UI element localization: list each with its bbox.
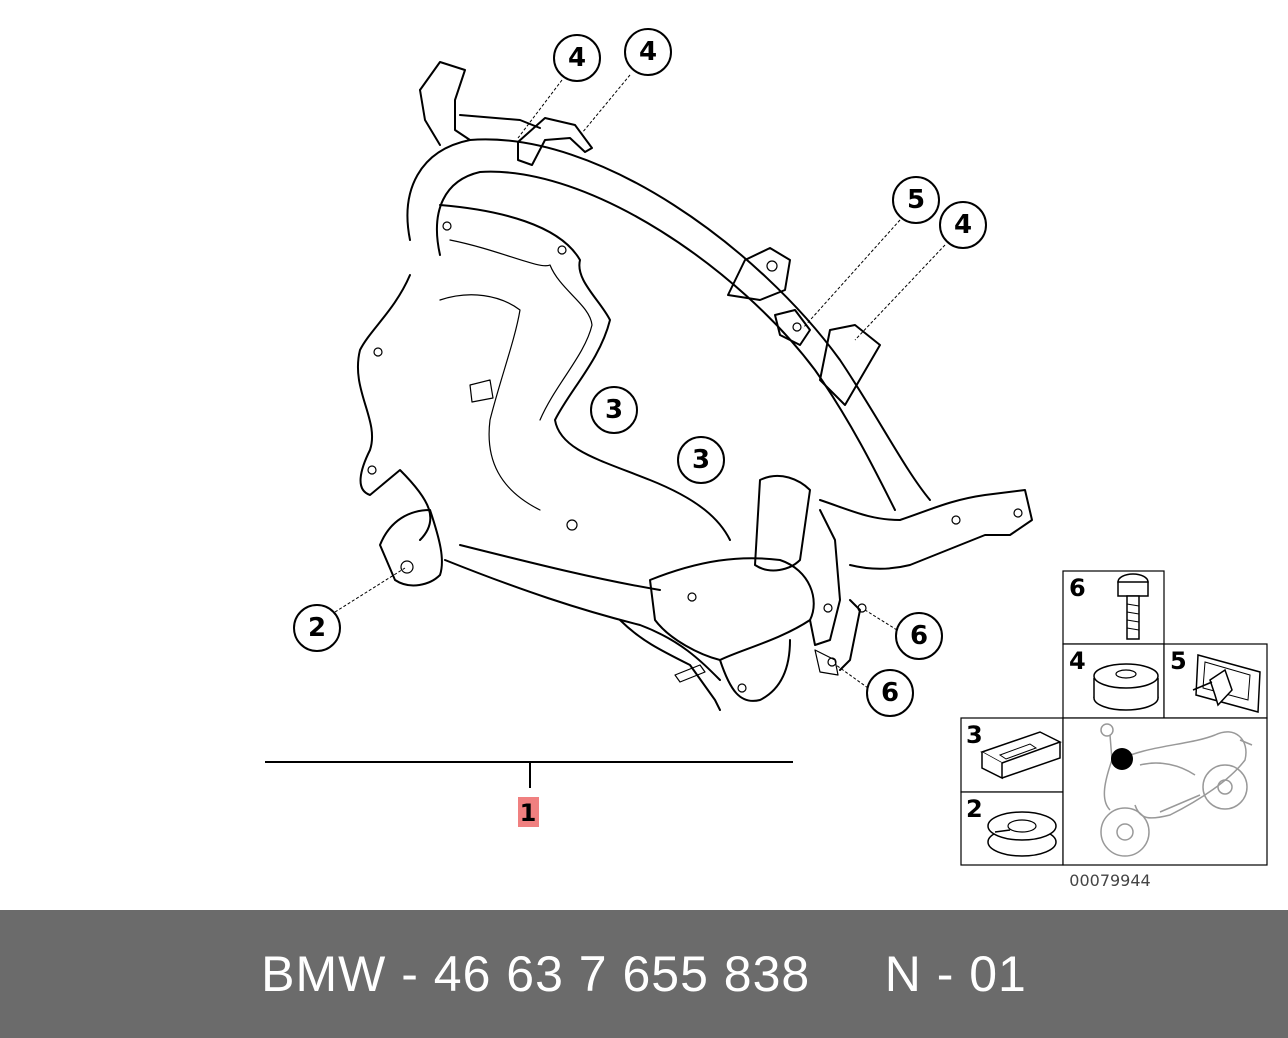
spring-washer-icon xyxy=(987,811,1057,857)
tile-label: 2 xyxy=(966,795,983,823)
callout-4-top-right: 4 xyxy=(624,28,672,76)
location-marker-icon xyxy=(1111,748,1133,770)
callout-6-lower: 6 xyxy=(866,669,914,717)
callout-label: 6 xyxy=(881,678,899,708)
part-1-highlight xyxy=(518,797,539,827)
figure-number: 00079944 xyxy=(1069,871,1150,890)
clip-nut-icon xyxy=(1192,654,1261,713)
footer-part-number: 46 63 7 655 838 xyxy=(433,946,811,1002)
footer-gap xyxy=(810,945,884,1003)
screw-icon xyxy=(1117,573,1149,640)
tile-label: 4 xyxy=(1069,647,1086,675)
tile-label: 3 xyxy=(966,721,983,749)
legend-tile-6: 6 xyxy=(1062,570,1165,645)
callout-label: 6 xyxy=(910,621,928,651)
legend-tile-2: 2 xyxy=(960,791,1064,866)
tile-label: 6 xyxy=(1069,574,1086,602)
tile-label: 5 xyxy=(1170,647,1187,675)
callout-5: 5 xyxy=(892,176,940,224)
footer-separator: - xyxy=(386,946,434,1002)
grommet-icon xyxy=(1093,663,1159,711)
legend-tile-motorcycle xyxy=(1062,717,1268,866)
callout-4-right: 4 xyxy=(939,201,987,249)
legend-tile-4: 4 xyxy=(1062,643,1165,719)
footer-brand: BMW xyxy=(261,946,387,1002)
legend-tile-5: 5 xyxy=(1163,643,1268,719)
callout-3-upper: 3 xyxy=(590,386,638,434)
callout-2: 2 xyxy=(293,604,341,652)
callout-label: 4 xyxy=(568,43,586,73)
part-1-label: 1 xyxy=(520,799,537,827)
callout-label: 4 xyxy=(954,210,972,240)
callout-label: 5 xyxy=(907,185,925,215)
callout-label: 3 xyxy=(605,395,623,425)
bracket-drawing xyxy=(357,61,1033,711)
legend-tile-3: 3 xyxy=(960,717,1064,793)
callout-6-upper: 6 xyxy=(895,612,943,660)
footer-bar: BMW - 46 63 7 655 838 N - 01 xyxy=(0,910,1288,1038)
callout-4-top-left: 4 xyxy=(553,34,601,82)
spring-clip-icon xyxy=(980,731,1062,780)
callout-3-lower: 3 xyxy=(677,436,725,484)
assembly-bracket: 1 xyxy=(265,761,793,827)
callout-label: 2 xyxy=(308,613,326,643)
callout-label: 3 xyxy=(692,445,710,475)
leader-lines xyxy=(334,74,946,689)
callout-label: 4 xyxy=(639,37,657,67)
footer-variant: N - 01 xyxy=(884,946,1027,1002)
parts-diagram: 4 4 5 4 3 3 2 6 6 1 6 xyxy=(265,28,1268,890)
